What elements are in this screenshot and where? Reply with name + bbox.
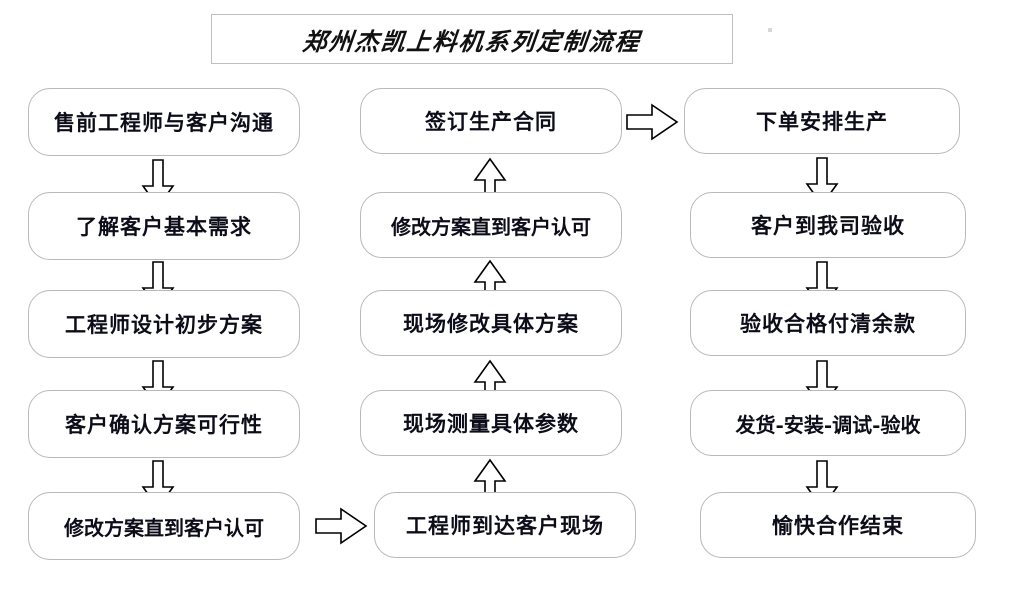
node-c1n2-label: 了解客户基本需求 [76, 214, 252, 239]
node-c3n3[interactable]: 验收合格付清余款 [690, 290, 966, 356]
node-c3n2-label: 客户到我司验收 [751, 213, 905, 238]
node-c1n3[interactable]: 工程师设计初步方案 [28, 290, 300, 358]
node-c1n2[interactable]: 了解客户基本需求 [28, 192, 300, 260]
node-c1n4[interactable]: 客户确认方案可行性 [28, 390, 300, 458]
node-c2n4[interactable]: 现场测量具体参数 [360, 390, 622, 456]
node-c2n2[interactable]: 修改方案直到客户认可 [360, 192, 622, 258]
chart-title: 郑州杰凯上料机系列定制流程 [301, 26, 643, 56]
node-c1n5[interactable]: 修改方案直到客户认可 [28, 492, 300, 560]
stray-mark [768, 28, 772, 32]
node-c2n3[interactable]: 现场修改具体方案 [360, 290, 622, 356]
arrow-right-c1n5-c2n5 [315, 507, 368, 545]
node-c3n3-label: 验收合格付清余款 [740, 311, 916, 336]
node-c2n1-label: 签订生产合同 [425, 109, 557, 134]
node-c2n3-label: 现场修改具体方案 [403, 311, 579, 336]
node-c1n3-label: 工程师设计初步方案 [65, 312, 263, 337]
node-c3n1[interactable]: 下单安排生产 [684, 88, 960, 154]
node-c3n1-label: 下单安排生产 [756, 109, 888, 134]
arrow-right-c2n1-c3n1 [626, 103, 679, 141]
node-c2n2-label: 修改方案直到客户认可 [391, 214, 591, 239]
node-c1n1-label: 售前工程师与客户沟通 [54, 110, 274, 135]
node-c3n4[interactable]: 发货-安装-调试-验收 [690, 390, 966, 456]
node-c2n4-label: 现场测量具体参数 [403, 411, 579, 436]
node-c1n1[interactable]: 售前工程师与客户沟通 [28, 88, 300, 156]
node-c3n2[interactable]: 客户到我司验收 [690, 192, 966, 258]
node-c1n5-label: 修改方案直到客户认可 [64, 515, 264, 540]
chart-title-box: 郑州杰凯上料机系列定制流程 [211, 14, 733, 64]
node-c2n1[interactable]: 签订生产合同 [360, 88, 622, 154]
node-c1n4-label: 客户确认方案可行性 [65, 412, 263, 437]
node-c3n4-label: 发货-安装-调试-验收 [735, 412, 921, 437]
node-c2n5-label: 工程师到达客户现场 [406, 513, 604, 538]
node-c3n5[interactable]: 愉快合作结束 [700, 492, 976, 558]
node-c2n5[interactable]: 工程师到达客户现场 [374, 492, 636, 558]
node-c3n5-label: 愉快合作结束 [772, 513, 904, 538]
